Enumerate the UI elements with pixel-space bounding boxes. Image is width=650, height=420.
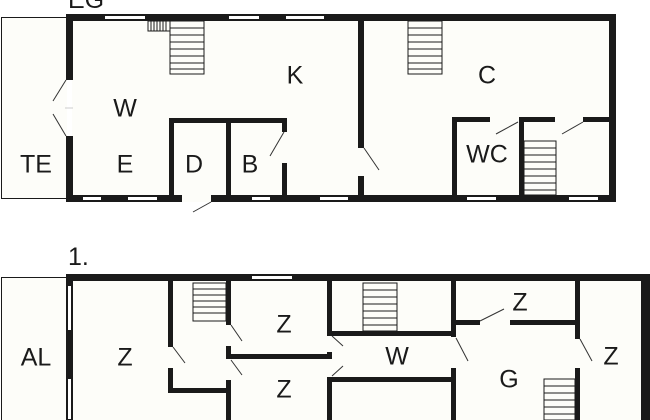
room-label-z: Z: [512, 288, 528, 317]
terrace-outline-top: [1, 17, 67, 18]
wall-g-right-upper: [575, 281, 580, 339]
wall-w-bottom: [327, 377, 453, 382]
terrace-outline-left: [1, 17, 2, 199]
wall-g-right-lower: [575, 368, 580, 420]
wall-b-right-upper: [282, 118, 287, 132]
wall-hall-left-lower: [168, 368, 173, 392]
wall-stair-left-lower: [327, 378, 332, 420]
f1-wall-right: [641, 274, 650, 420]
room-label-z: Z: [276, 375, 292, 404]
floor-label-eg: EG: [68, 0, 105, 14]
wall-hall-right-upper: [226, 281, 231, 325]
room-label-z: Z: [117, 343, 133, 372]
first-floor-area: [72, 281, 650, 420]
wall-d-b-divider: [226, 118, 231, 198]
floor-label-1: 1.: [68, 243, 89, 271]
room-label-b: B: [241, 150, 259, 179]
room-label-d: D: [184, 150, 204, 179]
eg-wall-top: [66, 14, 616, 21]
room-label-w: W: [113, 94, 137, 123]
window: [104, 15, 146, 20]
window: [67, 378, 72, 420]
wall-wc-divider: [519, 117, 524, 198]
f1-wall-left: [66, 274, 73, 420]
window: [82, 196, 102, 201]
balcony-outline-top: [1, 277, 67, 278]
room-label-wc: WC: [466, 140, 508, 169]
room-label-k: K: [286, 61, 304, 90]
window: [67, 285, 72, 331]
wall-b-right-lower: [282, 163, 287, 198]
wall-g-left-lower: [451, 368, 456, 420]
terrace-area: [1, 18, 67, 198]
wall-hall-left-upper: [168, 281, 173, 347]
room-label-c: C: [477, 61, 497, 90]
eg-wall-left-lower: [66, 136, 73, 202]
wall-z2-z3-divider: [226, 354, 332, 359]
wall-wc-top-b: [519, 117, 555, 122]
window: [251, 196, 271, 201]
wall-wc-left: [452, 117, 457, 198]
wall-hall-bottom: [168, 388, 230, 393]
room-label-w: W: [385, 342, 409, 371]
terrace-outline-bottom: [1, 198, 67, 199]
wall-wc-top-a: [452, 117, 490, 122]
window: [251, 275, 293, 280]
f1-wall-top: [66, 274, 650, 281]
wall-hall-right-mid: [226, 346, 231, 358]
wall-hall-right-lower: [226, 380, 231, 420]
room-label-al: AL: [20, 343, 52, 372]
wall-d-left: [169, 118, 174, 198]
window: [127, 196, 158, 201]
eg-wall-right: [609, 14, 616, 202]
ground-floor-area: [72, 20, 610, 196]
room-label-z: Z: [603, 342, 619, 371]
room-label-e: E: [116, 150, 134, 179]
wall-stair-left-mid: [327, 352, 332, 357]
window: [568, 196, 599, 201]
wall-stair-left: [327, 281, 332, 333]
eg-wall-left-upper: [66, 14, 73, 80]
room-label-te: TE: [20, 150, 52, 179]
balcony-outline-left: [1, 277, 2, 420]
wall-k-c-lower: [358, 176, 364, 198]
wall-k-c-upper: [358, 14, 364, 148]
room-label-z: Z: [276, 310, 292, 339]
wall-z4-bottom-b: [510, 320, 580, 325]
window: [319, 196, 349, 201]
balcony-area: [1, 278, 67, 420]
room-label-g: G: [499, 365, 519, 394]
wall-wc-top-c: [583, 117, 611, 122]
window: [228, 15, 260, 20]
wall-stair-bottom: [327, 331, 453, 336]
wall-g-left-upper: [451, 281, 456, 337]
wall-z4-bottom-a: [451, 320, 480, 325]
window: [466, 196, 497, 201]
entrance-door-gap: [182, 195, 211, 202]
window: [285, 15, 325, 20]
